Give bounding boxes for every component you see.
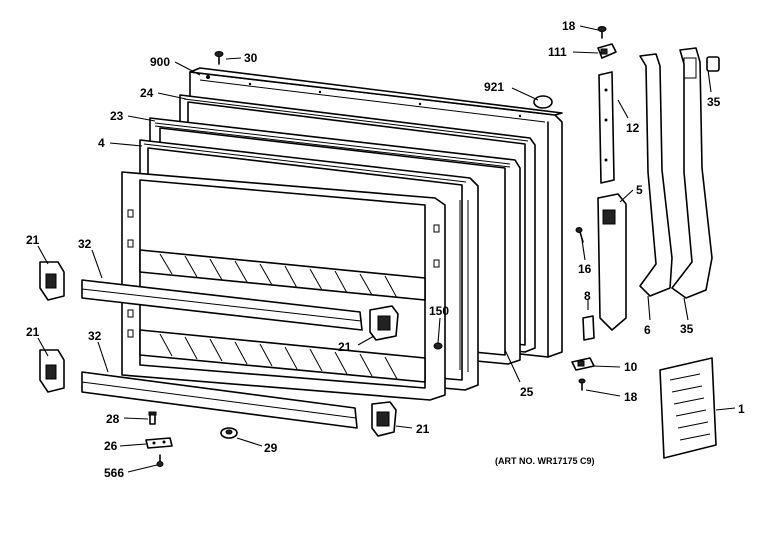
end-cap-mid [369, 305, 399, 341]
cap-35-top [706, 56, 720, 72]
door-shelf-bar-lower [81, 371, 358, 429]
callout-12: 12 [626, 121, 640, 135]
callout-23: 23 [110, 109, 124, 123]
callout-21-mid: 21 [338, 340, 352, 354]
hinge-bracket-12 [598, 71, 615, 184]
callout-5: 5 [636, 183, 643, 197]
callout-26: 26 [104, 439, 118, 453]
art-number: (ART NO. WR17175 C9) [495, 456, 595, 466]
clip-10 [571, 357, 595, 371]
callout-29: 29 [264, 441, 278, 455]
lower-shelf-ribs [159, 333, 398, 380]
screw-16 [575, 227, 584, 243]
shim-8 [582, 315, 595, 341]
callout-111: 111 [548, 45, 567, 59]
hinge-111 [597, 43, 617, 59]
callout-18-bottom: 18 [624, 390, 638, 404]
end-cap-left-top [39, 261, 65, 301]
screw-18-bottom [578, 378, 586, 391]
stop-29 [220, 427, 238, 439]
end-cap-left-bottom [39, 349, 65, 393]
callout-32-top: 32 [78, 237, 92, 251]
upper-shelf-ribs [159, 253, 398, 299]
callout-21-left-top: 21 [26, 233, 40, 247]
callout-25: 25 [520, 385, 534, 399]
callout-150: 150 [429, 304, 449, 318]
literature-1 [659, 357, 717, 459]
leader-lines [37, 25, 736, 473]
callout-24: 24 [140, 86, 154, 100]
callout-21-left-bottom: 21 [26, 325, 40, 339]
callout-35-top: 35 [707, 95, 721, 109]
callout-921: 921 [484, 80, 504, 94]
callout-28: 28 [106, 412, 120, 426]
screw-30 [214, 51, 224, 65]
callout-16: 16 [578, 262, 592, 276]
callout-18-top: 18 [562, 19, 576, 33]
callout-30: 30 [244, 51, 258, 65]
plug-921 [533, 95, 553, 109]
callout-566: 566 [104, 466, 124, 480]
bracket-26 [145, 437, 173, 449]
inner-liner-shelves [121, 171, 446, 401]
screw-150 [433, 342, 443, 350]
end-cap-bottom-right [371, 401, 397, 437]
handle-bracket-5 [597, 193, 627, 331]
callout-6: 6 [644, 323, 651, 337]
handle-35 [671, 47, 713, 299]
callout-4: 4 [98, 136, 105, 150]
handle-6 [639, 53, 673, 297]
screw-18-top [597, 26, 607, 39]
screw-566 [156, 454, 164, 467]
door-shelf-bar-upper [81, 279, 363, 331]
callout-21-bottom-right: 21 [416, 422, 430, 436]
callout-10: 10 [624, 360, 638, 374]
callout-35-bottom: 35 [680, 322, 694, 336]
callout-1: 1 [738, 402, 745, 416]
callout-900: 900 [150, 55, 170, 69]
callout-8: 8 [584, 289, 591, 303]
callouts: 900 30 24 23 4 921 18 111 12 35 5 16 8 6… [26, 19, 745, 480]
callout-32-bottom: 32 [88, 329, 102, 343]
screw-28 [148, 411, 157, 425]
